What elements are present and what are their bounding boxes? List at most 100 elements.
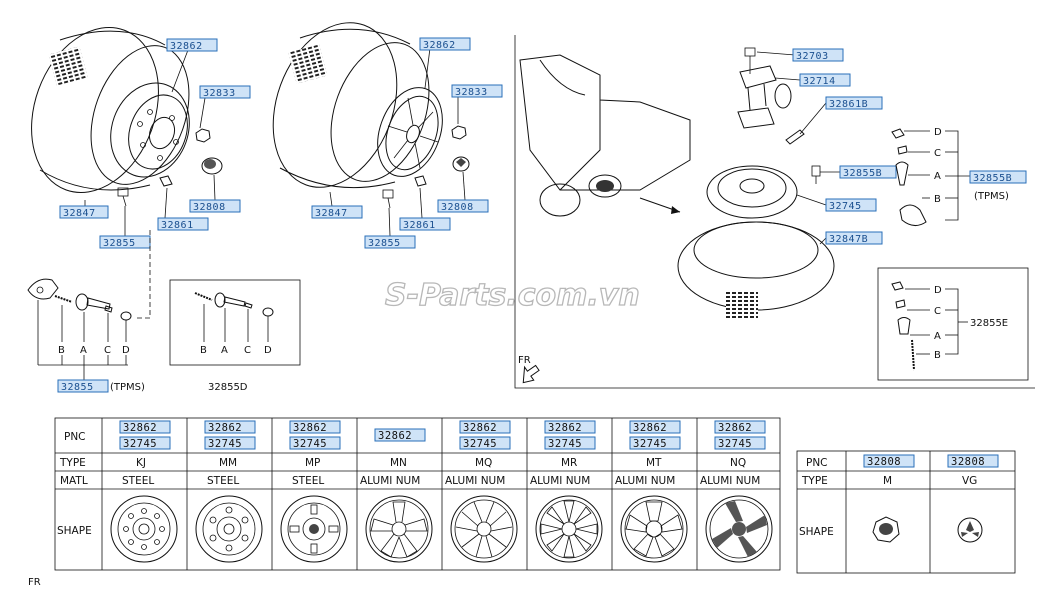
svg-text:32862: 32862 xyxy=(718,422,752,434)
cap-shape-vg-icon xyxy=(957,517,983,543)
col-nq-pnc-1[interactable]: 32862 xyxy=(714,420,766,434)
col-mq-matl: ALUMI NUM xyxy=(445,475,505,487)
cap-col-m-type: M xyxy=(883,475,892,487)
col-mn-matl: ALUMI NUM xyxy=(360,475,420,487)
row-label-shape: SHAPE xyxy=(57,525,92,537)
spare-nut-icon xyxy=(811,165,821,184)
svg-text:32745: 32745 xyxy=(829,201,862,212)
valve-d-letter-b: B xyxy=(200,345,207,356)
col-mm-type: MM xyxy=(219,457,237,469)
col-mr-pnc-1[interactable]: 32862 xyxy=(544,420,596,434)
col-mt-pnc-2[interactable]: 32745 xyxy=(629,436,681,450)
part-cap-label[interactable]: 32808 xyxy=(437,199,489,213)
col-mm-matl: STEEL xyxy=(207,475,239,487)
spare-wheel-icon xyxy=(706,165,798,219)
col-mm-pnc-1[interactable]: 32862 xyxy=(204,420,256,434)
row-label-type: TYPE xyxy=(59,457,86,469)
cap-shape-m-icon xyxy=(872,516,900,543)
col-mr-pnc-2[interactable]: 32745 xyxy=(544,436,596,450)
col-mq-pnc-2[interactable]: 32745 xyxy=(459,436,511,450)
part-tpms-label[interactable]: 32855 xyxy=(57,379,109,393)
tpms-letter-d: D xyxy=(122,345,130,356)
wheel-type-table: PNC TYPE MATL SHAPE 32862 32745 KJ STEEL… xyxy=(54,417,781,571)
tpms-valve-assembly: B A C D 32855 (TPMS) xyxy=(27,230,151,393)
part-wheel-label[interactable]: 32862 xyxy=(419,37,471,51)
valve-d-letter-c: C xyxy=(244,345,251,356)
spare-tpms-letter-d: D xyxy=(934,127,942,138)
spare-tire-panel: 32703 32714 32861B 32855B 32745 32847B xyxy=(514,35,1035,389)
wheel-shape-mr-icon xyxy=(535,495,603,563)
part-weight-label[interactable]: 32861 xyxy=(157,217,209,231)
tire-icon xyxy=(272,22,430,189)
front-arrow-icon xyxy=(522,364,540,384)
col-nq-pnc-2[interactable]: 32745 xyxy=(714,436,766,450)
col-kj-matl: STEEL xyxy=(122,475,154,487)
spare-part-tpms-label[interactable]: 32855B xyxy=(969,170,1027,184)
wheel-shape-mm-icon xyxy=(195,495,263,563)
cap-row-label-type: TYPE xyxy=(801,475,828,487)
col-kj-pnc-2[interactable]: 32745 xyxy=(119,436,171,450)
col-mr-type: MR xyxy=(561,457,577,469)
part-tire-label[interactable]: 32847 xyxy=(311,205,363,219)
svg-text:32862: 32862 xyxy=(293,422,327,434)
pickup-truck-icon xyxy=(519,54,691,217)
row-label-pnc: PNC xyxy=(64,431,86,443)
svg-text:32862: 32862 xyxy=(123,422,157,434)
bolt-icon xyxy=(382,189,394,209)
svg-text:32847: 32847 xyxy=(315,208,348,219)
svg-text:32862: 32862 xyxy=(548,422,582,434)
part-nut-label[interactable]: 32833 xyxy=(199,85,251,99)
cap-row-label-pnc: PNC xyxy=(806,457,828,469)
spare-part-bracket-label[interactable]: 32714 xyxy=(799,73,851,87)
spare-part-bolt-label[interactable]: 32703 xyxy=(792,48,844,62)
valve-e-letter-d: D xyxy=(934,285,942,296)
cap-col-vg-pnc[interactable]: 32808 xyxy=(947,454,999,468)
svg-text:32855: 32855 xyxy=(103,238,136,249)
spare-part-nut-label[interactable]: 32855B xyxy=(839,165,897,179)
svg-text:32862: 32862 xyxy=(463,422,497,434)
col-mn-pnc-1[interactable]: 32862 xyxy=(374,428,426,442)
svg-text:32714: 32714 xyxy=(803,76,836,87)
svg-text:32745: 32745 xyxy=(633,438,667,450)
col-nq-matl: ALUMI NUM xyxy=(700,475,760,487)
svg-text:32833: 32833 xyxy=(455,87,488,98)
cap-type-table: PNC TYPE SHAPE 32808 32808 M VG xyxy=(796,450,1016,574)
col-mq-pnc-1[interactable]: 32862 xyxy=(459,420,511,434)
part-bolt-label[interactable]: 32855 xyxy=(99,235,151,249)
nut-icon xyxy=(451,125,467,140)
spare-part-wheel-label[interactable]: 32745 xyxy=(825,198,877,212)
spare-bolt-icon xyxy=(744,47,756,74)
col-mq-type: MQ xyxy=(475,457,492,469)
part-nut-label[interactable]: 32833 xyxy=(451,84,503,98)
tpms-letter-a: A xyxy=(80,345,87,356)
valve-d-label: 32855D xyxy=(208,382,248,393)
part-cap-label[interactable]: 32808 xyxy=(189,199,241,213)
col-mp-pnc-1[interactable]: 32862 xyxy=(289,420,341,434)
col-mp-type: MP xyxy=(305,457,320,469)
svg-text:32745: 32745 xyxy=(463,438,497,450)
svg-text:32745: 32745 xyxy=(123,438,157,450)
col-mm-pnc-2[interactable]: 32745 xyxy=(204,436,256,450)
cap-col-m-pnc[interactable]: 32808 xyxy=(863,454,915,468)
col-kj-pnc-1[interactable]: 32862 xyxy=(119,420,171,434)
left-tire-assembly: 32847 32862 32833 32808 32855 32861 xyxy=(31,27,251,249)
part-bolt-label[interactable]: 32855 xyxy=(364,235,416,249)
col-nq-type: NQ xyxy=(730,457,746,469)
svg-text:32855B: 32855B xyxy=(843,168,882,179)
spare-tpms-letter-c: C xyxy=(934,148,941,159)
col-mt-matl: ALUMI NUM xyxy=(615,475,675,487)
spare-plate-icon xyxy=(785,129,805,145)
col-mt-pnc-1[interactable]: 32862 xyxy=(629,420,681,434)
spare-part-plate-label[interactable]: 32861B xyxy=(825,96,883,110)
valve-e-label: 32855E xyxy=(970,318,1008,329)
part-tire-label[interactable]: 32847 xyxy=(59,205,109,219)
svg-text:32855B: 32855B xyxy=(973,173,1012,184)
valve-stem-icon xyxy=(75,293,111,311)
spare-part-tire-label[interactable]: 32847B xyxy=(825,231,883,245)
part-wheel-label[interactable]: 32862 xyxy=(166,38,218,52)
cap-icon xyxy=(201,157,223,175)
col-mp-pnc-2[interactable]: 32745 xyxy=(289,436,341,450)
wheel-shape-kj-icon xyxy=(110,495,178,563)
part-weight-label[interactable]: 32861 xyxy=(399,217,451,231)
